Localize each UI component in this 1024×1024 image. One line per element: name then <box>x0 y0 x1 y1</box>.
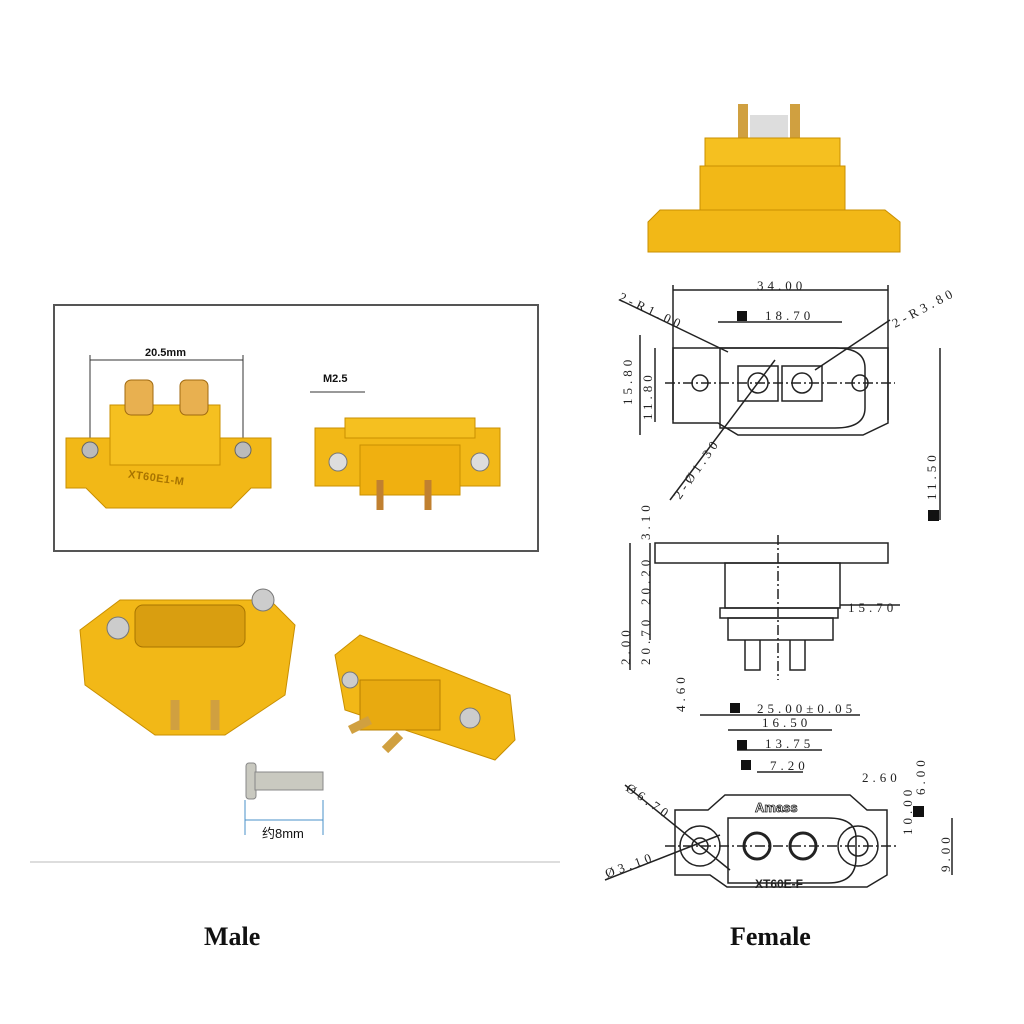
male-caption: Male <box>204 922 261 951</box>
dim-15-80: 15.80 <box>620 356 635 405</box>
dim-20-20: 20.20 <box>638 556 653 605</box>
dim-16-50: 16.50 <box>762 715 811 730</box>
dim-7-20: 7.20 <box>770 758 809 773</box>
model-label: XT60E-F <box>755 877 803 891</box>
female-drawing-front-view <box>604 714 953 888</box>
dim-6: 6.00 <box>913 756 928 795</box>
dim-phi-6-70: Ø6.70 <box>623 780 674 822</box>
male-connector-angled <box>334 634 516 761</box>
female-drawing-side-view <box>629 535 900 680</box>
male-connector-rear-view: M2.5 <box>310 373 501 510</box>
dim-13-75: 13.75 <box>765 736 814 751</box>
dim-10: 10.00 <box>900 786 915 835</box>
dim-25: 25.00±0.05 <box>757 701 856 716</box>
dim-34: 34.00 <box>757 278 806 293</box>
dim-phi-1-30: 2-Ø1.30 <box>670 435 723 502</box>
male-photo-frame <box>53 304 539 552</box>
screw-length-label: 约8mm <box>262 826 304 841</box>
pitch-label: 20.5mm <box>145 347 186 359</box>
dim-2: 2.00 <box>618 626 633 665</box>
dim-phi-3-10: Ø3.10 <box>603 849 657 881</box>
brand-amass: Amass <box>755 800 798 815</box>
female-caption: Female <box>730 922 811 951</box>
dim-r1: 2-R1.00 <box>617 289 687 332</box>
screw: 约8mm <box>244 762 324 841</box>
male-connector-with-screws <box>79 588 296 736</box>
dim-r3-80: 2-R3.80 <box>889 284 958 330</box>
male-connector-top-view: 20.5mm XT60E1-M <box>65 347 272 509</box>
dim-11-50: 11.50 <box>924 451 939 500</box>
dim-4-60: 4.60 <box>673 673 688 712</box>
dim-15-70: 15.70 <box>848 600 897 615</box>
female-connector-photo <box>647 104 901 253</box>
dim-20-70: 20.70 <box>638 616 653 665</box>
screw-label: M2.5 <box>323 373 347 385</box>
dim-2-60: 2.60 <box>862 770 901 785</box>
dim-11-80: 11.80 <box>640 371 655 420</box>
dim-18-70: 18.70 <box>765 308 814 323</box>
dim-3-10: 3.10 <box>638 501 653 540</box>
dim-9: 9.00 <box>938 833 953 872</box>
female-drawing-top-view <box>619 285 941 520</box>
